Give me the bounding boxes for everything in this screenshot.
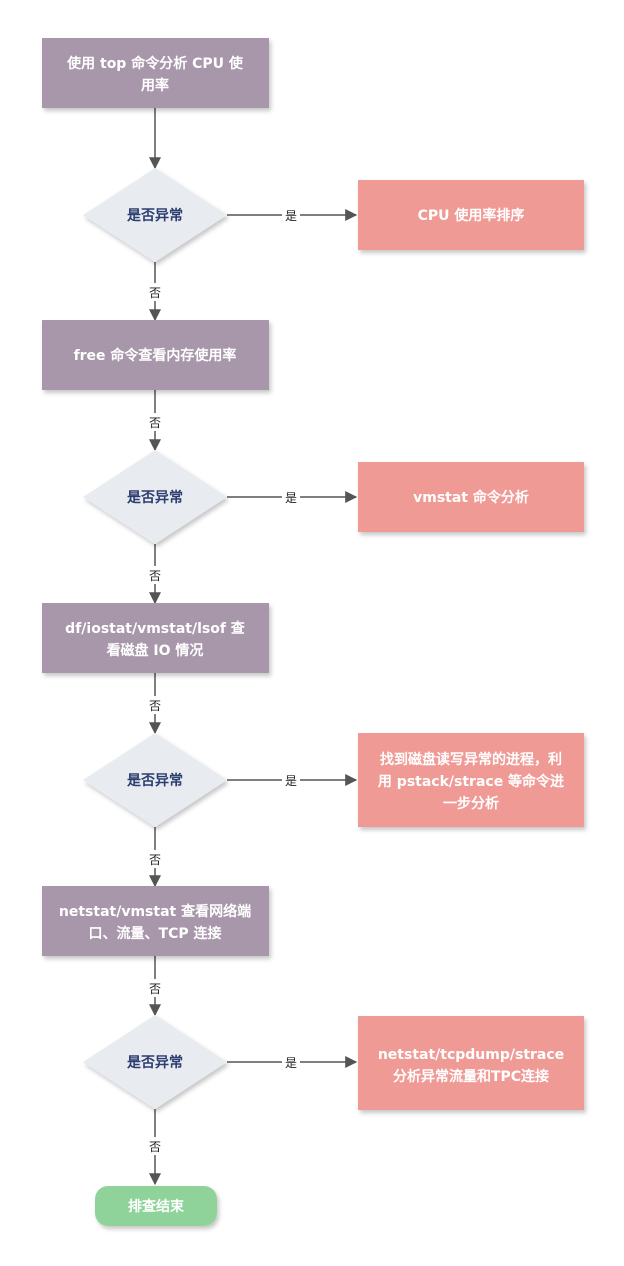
step-box-1: 使用 top 命令分析 CPU 使 用率 <box>42 38 269 108</box>
decision-2-label: 是否异常 <box>127 489 183 506</box>
step-1-line-1: 使用 top 命令分析 CPU 使 <box>66 55 244 72</box>
decision-2: 是否异常 <box>83 450 227 544</box>
step-3-line-2: 看磁盘 IO 情况 <box>106 642 204 659</box>
no-label-5: 否 <box>149 853 161 867</box>
action-3-line-1: 找到磁盘读写异常的进程，利 <box>380 751 562 768</box>
action-box-4: netstat/tcpdump/strace 分析异常流量和TPC连接 <box>358 1016 584 1110</box>
yes-label-4: 是 <box>285 1056 297 1070</box>
yes-label-2: 是 <box>285 491 297 505</box>
end-label: 排查结束 <box>128 1198 185 1215</box>
action-4-line-2: 分析异常流量和TPC连接 <box>393 1068 549 1085</box>
no-label-6: 否 <box>149 982 161 996</box>
action-4-line-1: netstat/tcpdump/strace <box>378 1047 564 1063</box>
step-box-2: free 命令查看内存使用率 <box>42 320 269 390</box>
decision-1: 是否异常 <box>83 168 227 262</box>
step-3-line-1: df/iostat/vmstat/lsof 查 <box>65 620 246 637</box>
yes-label-3: 是 <box>285 774 297 788</box>
no-label-7: 否 <box>149 1140 161 1154</box>
decision-4: 是否异常 <box>83 1015 227 1109</box>
no-label-4: 否 <box>149 699 161 713</box>
step-boxes: 使用 top 命令分析 CPU 使 用率 free 命令查看内存使用率 df/i… <box>42 38 269 956</box>
action-3-line-2: 用 pstack/strace 等命令进 <box>378 773 564 790</box>
no-label-3: 否 <box>149 569 161 583</box>
action-box-2: vmstat 命令分析 <box>358 462 584 532</box>
no-label-1: 否 <box>149 286 161 300</box>
decision-diamonds: 是否异常 是否异常 是否异常 是否异常 <box>83 168 227 1109</box>
decision-3: 是否异常 <box>83 733 227 827</box>
action-box-1: CPU 使用率排序 <box>358 180 584 250</box>
step-box-3: df/iostat/vmstat/lsof 查 看磁盘 IO 情况 <box>42 603 269 673</box>
end-terminator: 排查结束 <box>95 1186 217 1226</box>
step-box-4: netstat/vmstat 查看网络端 口、流量、TCP 连接 <box>42 886 269 956</box>
action-1-line-1: CPU 使用率排序 <box>418 207 525 224</box>
action-boxes: CPU 使用率排序 vmstat 命令分析 找到磁盘读写异常的进程，利 用 ps… <box>358 180 584 1110</box>
step-4-line-1: netstat/vmstat 查看网络端 <box>59 903 251 920</box>
step-1-line-2: 用率 <box>141 77 169 94</box>
decision-4-label: 是否异常 <box>127 1054 183 1071</box>
action-2-line-1: vmstat 命令分析 <box>413 489 529 506</box>
edge-labels: 是 是 是 是 否 否 否 否 否 否 否 <box>146 206 300 1155</box>
no-label-2: 否 <box>149 416 161 430</box>
yes-label-1: 是 <box>285 209 297 223</box>
step-4-line-2: 口、流量、TCP 连接 <box>89 925 222 942</box>
action-3-line-3: 一步分析 <box>443 795 499 812</box>
step-2-line-1: free 命令查看内存使用率 <box>74 347 237 364</box>
decision-3-label: 是否异常 <box>127 772 183 789</box>
decision-1-label: 是否异常 <box>127 207 183 224</box>
action-box-3: 找到磁盘读写异常的进程，利 用 pstack/strace 等命令进 一步分析 <box>358 733 584 827</box>
